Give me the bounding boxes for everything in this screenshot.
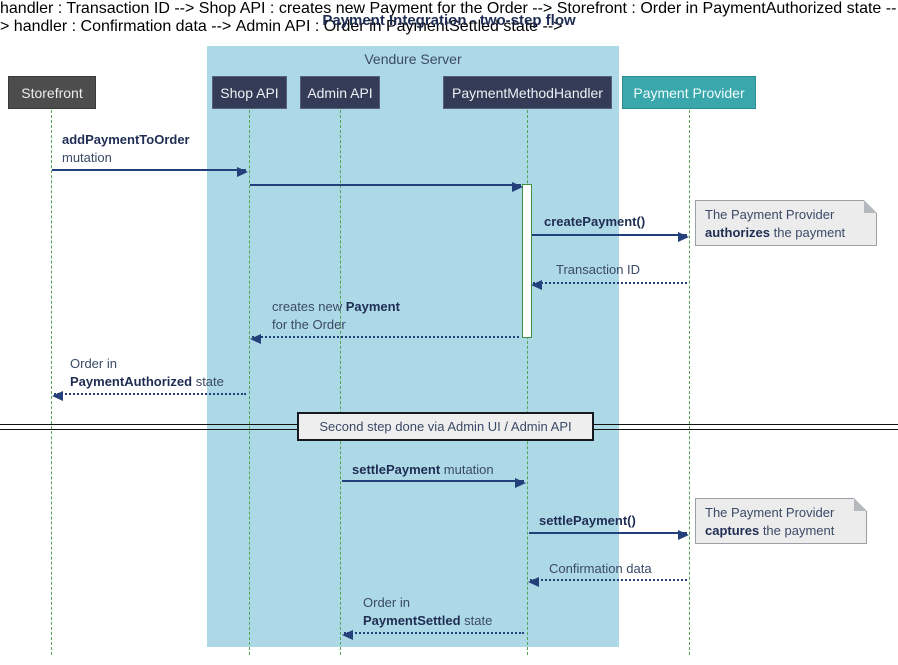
message-arrow-confirmation-data xyxy=(528,577,687,587)
message-label-confirmation-data: Confirmation data xyxy=(549,561,652,576)
vendure-server-frame: Vendure Server xyxy=(207,46,619,647)
message-arrow-payment-settled xyxy=(342,630,524,640)
arrowhead-icon xyxy=(515,478,526,488)
arrowhead-icon xyxy=(342,630,353,640)
arrowhead-icon xyxy=(512,182,523,192)
divider-label: Second step done via Admin UI / Admin AP… xyxy=(319,419,572,434)
message-arrow-create-payment xyxy=(532,232,689,242)
note-authorizes: The Payment Provider authorizes the paym… xyxy=(695,200,877,246)
participant-shop-api: Shop API xyxy=(212,76,287,109)
participant-payment-provider: Payment Provider xyxy=(622,76,756,109)
message-label-payment-authorized: Order in PaymentAuthorized state xyxy=(70,356,224,389)
message-arrow-shop-api-to-handler xyxy=(250,182,523,192)
message-label-settle-payment-call: settlePayment() xyxy=(539,513,636,528)
participant-label: Payment Provider xyxy=(633,84,745,101)
note-fold-icon xyxy=(854,498,867,511)
participant-label: Shop API xyxy=(220,84,279,101)
diagram-title: Payment Integration - two-step flow xyxy=(322,12,576,29)
note-captures: The Payment Provider captures the paymen… xyxy=(695,498,867,544)
message-label-payment-settled: Order in PaymentSettled state xyxy=(363,595,493,628)
message-arrow-transaction-id xyxy=(531,280,687,290)
message-label-create-payment: createPayment() xyxy=(544,214,646,229)
arrowhead-icon xyxy=(528,577,539,587)
lifeline-admin-api xyxy=(340,110,341,655)
participant-label: PaymentMethodHandler xyxy=(452,84,603,101)
divider-second-step: Second step done via Admin UI / Admin AP… xyxy=(297,412,594,441)
note-fold-icon xyxy=(864,200,877,213)
message-arrow-settle-payment-call xyxy=(529,530,689,540)
message-label-settle-payment-mutation: settlePayment mutation xyxy=(352,462,494,477)
arrowhead-icon xyxy=(52,391,63,401)
arrowhead-icon xyxy=(250,334,261,344)
lifeline-payment-method-handler xyxy=(527,110,528,655)
lifeline-storefront xyxy=(51,110,52,655)
lifeline-payment-provider xyxy=(689,110,690,655)
activation-bar-payment-method-handler xyxy=(522,184,532,338)
message-label-add-payment-to-order: addPaymentToOrder mutation xyxy=(62,132,190,165)
participant-label: Storefront xyxy=(21,84,83,101)
participant-payment-method-handler: PaymentMethodHandler xyxy=(443,76,612,109)
participant-label: Admin API xyxy=(307,84,373,101)
arrowhead-icon xyxy=(678,530,689,540)
message-arrow-payment-authorized xyxy=(52,391,246,401)
arrowhead-icon xyxy=(531,280,542,290)
arrowhead-icon xyxy=(237,167,248,177)
participant-storefront: Storefront xyxy=(8,76,96,109)
lifeline-shop-api xyxy=(249,110,250,655)
message-label-creates-payment: creates new Payment for the Order xyxy=(272,299,400,332)
frame-label: Vendure Server xyxy=(364,51,462,67)
message-label-transaction-id: Transaction ID xyxy=(556,262,641,277)
message-arrow-settle-payment-mutation xyxy=(342,478,526,488)
arrowhead-icon xyxy=(678,232,689,242)
participant-admin-api: Admin API xyxy=(300,76,380,109)
message-arrow-creates-payment xyxy=(250,334,519,344)
message-arrow-add-payment-to-order xyxy=(52,167,248,177)
